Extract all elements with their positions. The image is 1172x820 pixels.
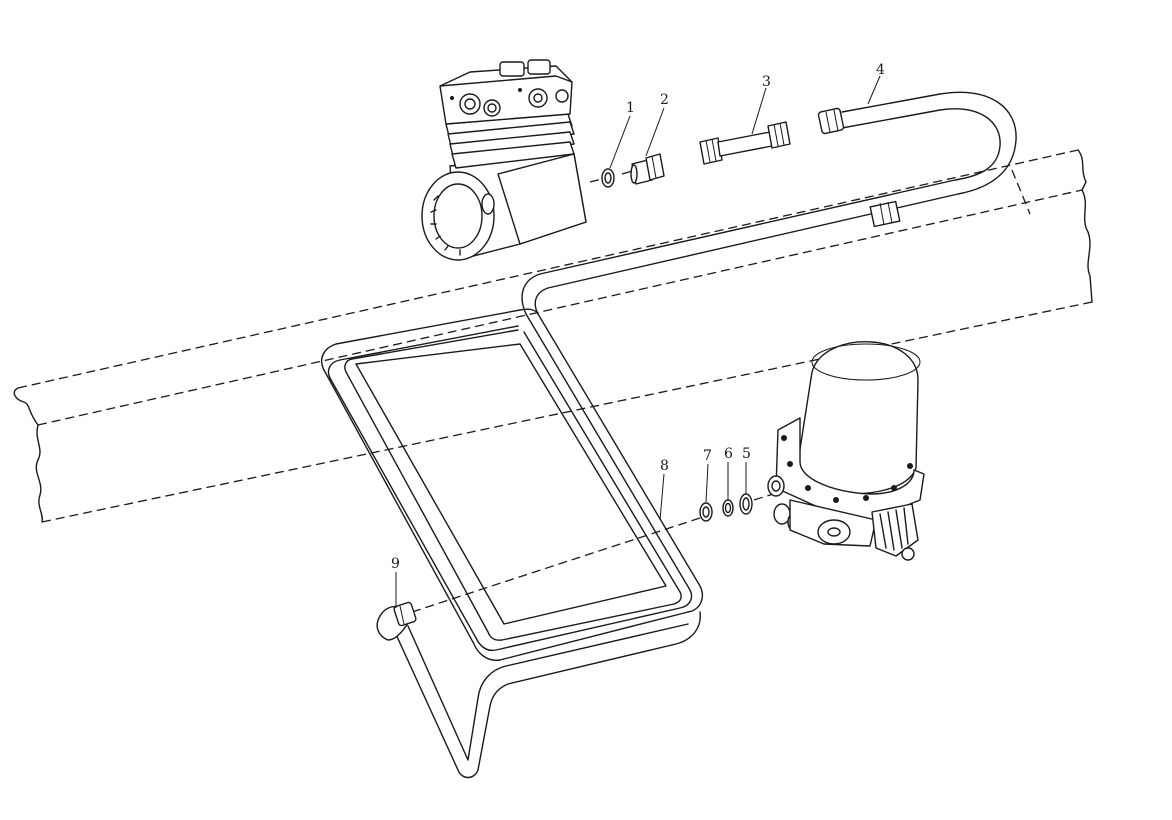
callout-6: 6 bbox=[724, 446, 733, 462]
callout-1: 1 bbox=[626, 100, 635, 116]
frame-rail bbox=[13, 149, 1093, 523]
callout-2: 2 bbox=[660, 92, 669, 108]
callout-4: 4 bbox=[876, 62, 885, 78]
elbow-connector bbox=[376, 601, 417, 641]
pipe-end-nut bbox=[817, 107, 845, 135]
sealing-washer-7 bbox=[699, 502, 713, 522]
callout-7: 7 bbox=[703, 448, 712, 464]
callout-3: 3 bbox=[762, 74, 771, 90]
sealing-washer-6 bbox=[722, 499, 734, 517]
sealing-washer-5 bbox=[739, 493, 753, 515]
assembly-axis-lines bbox=[411, 169, 787, 613]
callout-9: 9 bbox=[391, 556, 400, 572]
callout-8: 8 bbox=[660, 458, 669, 474]
straight-connector bbox=[630, 153, 665, 185]
callout-labels: 1 2 3 4 5 6 7 8 9 bbox=[391, 62, 885, 572]
air-compressor bbox=[421, 59, 587, 261]
air-dryer bbox=[767, 341, 925, 561]
callout-5: 5 bbox=[742, 446, 751, 462]
pipe-inline-fitting bbox=[869, 200, 901, 228]
callout-leaders bbox=[395, 75, 881, 608]
union-connector bbox=[699, 121, 791, 165]
sealing-washer-1 bbox=[601, 168, 615, 188]
air-pipe bbox=[521, 91, 1017, 315]
coil-pipe bbox=[320, 308, 704, 779]
